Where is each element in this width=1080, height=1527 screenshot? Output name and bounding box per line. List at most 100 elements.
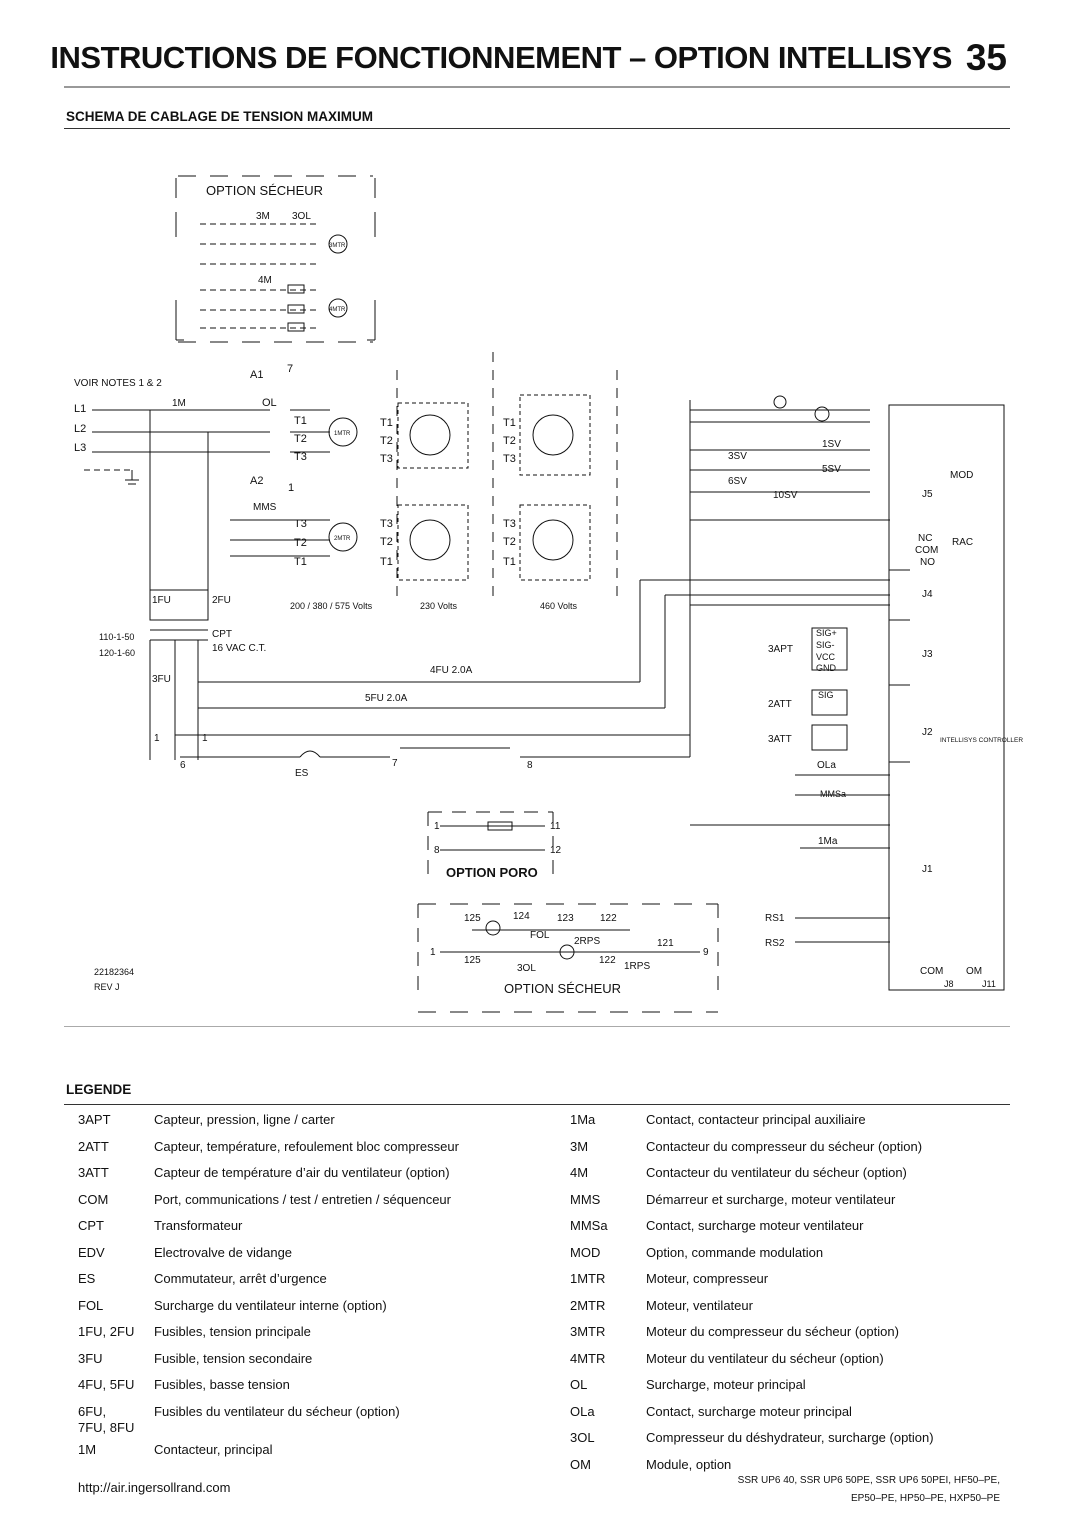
- svg-text:ES: ES: [295, 768, 309, 779]
- svg-text:121: 121: [657, 938, 674, 949]
- svg-text:T3: T3: [503, 518, 516, 530]
- cpt-label: CPT: [212, 629, 232, 640]
- svg-text:MMSa: MMSa: [820, 789, 846, 799]
- svg-text:3SV: 3SV: [728, 451, 747, 462]
- option-secheur-bottom-label: OPTION SÉCHEUR: [504, 981, 621, 996]
- voir-notes-label: VOIR NOTES 1 & 2: [74, 378, 162, 389]
- svg-text:RS2: RS2: [765, 938, 785, 949]
- legend-row: 4MTR Moteur du ventilateur du sécheur (op…: [556, 1347, 1016, 1374]
- svg-text:J2: J2: [922, 727, 933, 738]
- svg-text:T1: T1: [503, 556, 516, 568]
- svg-text:FOL: FOL: [530, 930, 550, 941]
- tap-label-2: 120-1-60: [99, 648, 135, 658]
- legend-desc: Fusibles du ventilateur du sécheur (opti…: [154, 1403, 400, 1419]
- svg-text:1RPS: 1RPS: [624, 961, 650, 972]
- motor-2mtr-symbol: [328, 522, 358, 552]
- legend-code: 4MTR: [570, 1350, 606, 1366]
- svg-text:J4: J4: [922, 589, 933, 600]
- svg-text:T2: T2: [294, 537, 307, 549]
- svg-text:VCC: VCC: [816, 652, 836, 662]
- legend-code: MMSa: [570, 1218, 608, 1233]
- fuse-8fu-symbol: [287, 322, 305, 332]
- legend-code: 6FU, 7FU, 8FU: [78, 1403, 135, 1435]
- svg-text:125: 125: [464, 955, 481, 966]
- svg-text:1: 1: [202, 733, 208, 744]
- section-rule: [64, 128, 1010, 129]
- svg-text:3MTR: 3MTR: [329, 243, 346, 249]
- page-number: 35: [965, 37, 1007, 78]
- svg-text:T2: T2: [503, 435, 516, 447]
- mod-label: MOD: [950, 470, 973, 481]
- svg-text:T1: T1: [294, 556, 307, 568]
- svg-text:1FU: 1FU: [152, 595, 171, 606]
- legend-code: MOD: [570, 1244, 601, 1260]
- svg-text:J5: J5: [922, 489, 933, 500]
- motor-4mtr-symbol: [328, 298, 348, 318]
- fuse-4fu-label: 4FU 2.0A: [430, 665, 473, 676]
- edv-symbol: [773, 395, 787, 409]
- svg-text:2FU: 2FU: [212, 595, 231, 606]
- svg-text:SIG+: SIG+: [816, 628, 837, 638]
- legend-code: 3M: [570, 1138, 589, 1154]
- svg-text:T3: T3: [294, 451, 307, 463]
- legend-desc: Capteur, température, refoulement bloc c…: [154, 1138, 459, 1154]
- legend-code: 2ATT: [78, 1138, 109, 1154]
- legend-code: CPT: [78, 1218, 104, 1233]
- svg-text:125: 125: [464, 913, 481, 924]
- legend-desc: Module, option: [646, 1456, 732, 1472]
- svg-text:2MTR: 2MTR: [334, 536, 351, 542]
- wiring-diagram: OPTION SÉCHEUR 3M 3OL 4M VOIR NOTES 1 & …: [74, 175, 1023, 1013]
- svg-text:1: 1: [288, 482, 294, 494]
- legend-code: FOL: [78, 1297, 104, 1313]
- legend-code: 3OL: [570, 1430, 595, 1445]
- legend-row: 3OL Compresseur du déshydrateur, surcharg…: [556, 1426, 1016, 1453]
- footer-models: SSR UP6 40, SSR UP6 50PE, SSR UP6 50PEI,…: [738, 1472, 1000, 1508]
- svg-text:A1: A1: [250, 369, 263, 381]
- svg-text:11: 11: [550, 821, 561, 832]
- footer-url[interactable]: http://air.ingersollrand.com: [78, 1480, 231, 1495]
- svg-text:1SV: 1SV: [822, 439, 841, 450]
- 1m-coil-symbol: [814, 406, 830, 422]
- svg-text:T1: T1: [380, 417, 393, 429]
- svg-text:GND: GND: [816, 663, 837, 673]
- svg-text:1M: 1M: [172, 398, 186, 409]
- motor-1mtr-symbol: [328, 417, 358, 447]
- legend-desc: Commutateur, arrêt d’urgence: [154, 1271, 327, 1286]
- svg-text:T2: T2: [294, 433, 307, 445]
- legend-desc: Moteur du ventilateur du sécheur (option…: [646, 1350, 884, 1366]
- svg-text:7: 7: [287, 363, 293, 375]
- legend-title: LEGENDE: [66, 1082, 132, 1097]
- legend-desc: Compresseur du déshydrateur, surcharge (…: [646, 1430, 934, 1445]
- tap-label-1: 110-1-50: [99, 632, 134, 642]
- 3apt-sensor-box: [811, 627, 848, 671]
- option-secheur-box: [175, 178, 376, 341]
- footer-models-line-2: EP50–PE, HP50–PE, HXP50–PE: [851, 1493, 1000, 1504]
- intellisys-controller-label: INTELLISYS CONTROLLER: [940, 737, 1023, 744]
- diagram-bottom-rule: [64, 1026, 1010, 1027]
- legend-row: 4FU, 5FU Fusibles, basse tension: [64, 1373, 556, 1400]
- legend-desc: Contacteur du compresseur du sécheur (op…: [646, 1138, 923, 1154]
- svg-text:T1: T1: [503, 417, 516, 429]
- svg-text:1: 1: [434, 821, 440, 832]
- legend-desc: Fusibles, basse tension: [154, 1377, 290, 1392]
- legend-code: 4FU, 5FU: [78, 1377, 135, 1392]
- page-header-title: INSTRUCTIONS DE FONCTIONNEMENT – OPTION …: [50, 40, 952, 75]
- legend-desc: Surcharge du ventilateur interne (option…: [154, 1297, 387, 1313]
- doc-number: 22182364: [94, 967, 134, 977]
- fuse-5fu-label: 5FU 2.0A: [365, 693, 408, 704]
- legend-rule: [64, 1104, 1010, 1105]
- legend-row: FOL Surcharge du ventilateur interne (opt…: [64, 1294, 556, 1321]
- svg-text:L2: L2: [74, 423, 86, 435]
- svg-text:T2: T2: [380, 435, 393, 447]
- svg-text:6SV: 6SV: [728, 476, 747, 487]
- legend-code: 2MTR: [570, 1297, 606, 1313]
- legend-code: 1MTR: [570, 1271, 606, 1286]
- svg-text:8: 8: [434, 845, 440, 856]
